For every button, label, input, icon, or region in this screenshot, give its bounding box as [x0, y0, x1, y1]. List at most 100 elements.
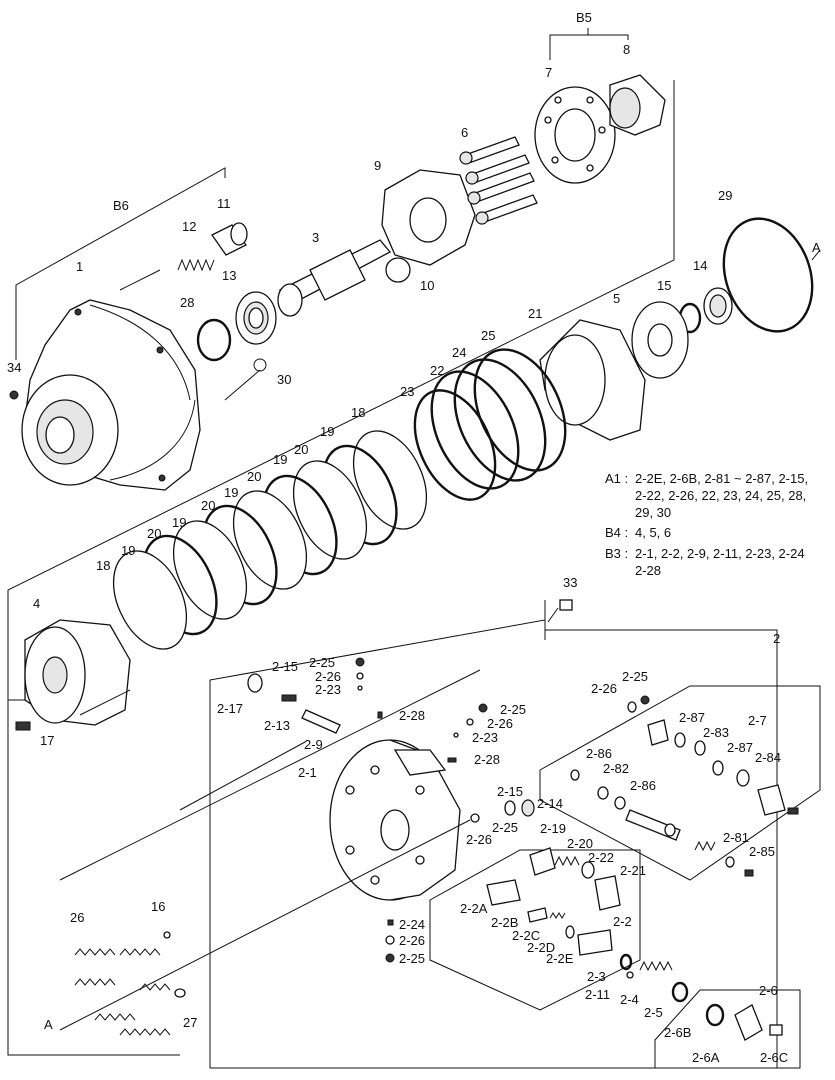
label-2-14: 2-14	[537, 796, 563, 811]
clutch-disc-stack	[112, 430, 428, 650]
leader-lines	[59, 249, 821, 1031]
callout-labels: B5 8 7 6 9 B6 11 12 3 1 13 10 29 A 14 15…	[7, 10, 821, 1065]
ball-10	[385, 257, 411, 283]
label-2-86-b: 2-86	[630, 778, 656, 793]
valve-2-6-box	[654, 989, 801, 1069]
valve-2-7-box	[539, 685, 821, 881]
label-34: 34	[7, 360, 21, 375]
label-a-bottom: A	[44, 1017, 53, 1032]
label-20-c: 20	[201, 498, 215, 513]
label-7: 7	[545, 65, 552, 80]
label-21: 21	[528, 306, 542, 321]
label-2-11: 2-11	[585, 987, 610, 1002]
label-27: 27	[183, 1015, 197, 1030]
label-2: 2	[773, 631, 780, 646]
label-2-23-b: 2-23	[472, 730, 498, 745]
valve-2-6-parts	[705, 1003, 783, 1041]
label-22: 22	[430, 363, 444, 378]
cap-8	[609, 74, 666, 136]
label-30: 30	[277, 372, 291, 387]
plate-5	[631, 301, 689, 379]
label-2-25-a: 2-25	[309, 655, 335, 670]
label-28: 28	[180, 295, 194, 310]
label-4: 4	[33, 596, 40, 611]
kit-note-b3-line2: 2-28	[635, 563, 662, 578]
o-rings-22-25	[413, 348, 567, 501]
label-17: 17	[40, 733, 54, 748]
label-6: 6	[461, 125, 468, 140]
label-2-82: 2-82	[603, 761, 629, 776]
label-2-21: 2-21	[620, 863, 646, 878]
label-20-b: 20	[247, 469, 261, 484]
label-2-6: 2-6	[759, 983, 778, 998]
kit-note-b3-label: B3 :	[605, 546, 629, 561]
label-5: 5	[613, 291, 620, 306]
label-10: 10	[420, 278, 434, 293]
label-2-25-c: 2-25	[500, 702, 526, 717]
bearing-13	[235, 291, 277, 345]
kit-note-a1-line2: 2-22, 2-26, 22, 23, 24, 25, 28,	[635, 488, 807, 503]
label-25: 25	[481, 328, 495, 343]
o-ring-29	[722, 217, 814, 333]
springs-26	[74, 948, 171, 1036]
label-2-1: 2-1	[298, 765, 317, 780]
label-8: 8	[623, 42, 630, 57]
label-33: 33	[563, 575, 577, 590]
label-2-26-d: 2-26	[466, 832, 492, 847]
label-2-3: 2-3	[587, 969, 606, 984]
label-2-26-e: 2-26	[399, 933, 425, 948]
kit-note-b4-line1: 4, 5, 6	[635, 525, 672, 540]
label-26: 26	[70, 910, 84, 925]
label-2-28-a: 2-28	[399, 708, 425, 723]
kit-note-b3-line1: 2-1, 2-2, 2-9, 2-11, 2-23, 2-24	[635, 546, 805, 561]
label-18-top: 18	[351, 405, 365, 420]
label-19-c: 19	[224, 485, 238, 500]
motor-housing	[21, 299, 201, 491]
spool-2-2-box	[429, 849, 641, 1011]
kit-note-a1-label: A1 :	[605, 471, 629, 486]
spring-stack-2-4	[619, 953, 689, 1003]
label-a-top: A	[812, 240, 821, 255]
label-2-87-a: 2-87	[679, 710, 705, 725]
plate-9	[381, 169, 476, 266]
label-2-20: 2-20	[567, 836, 593, 851]
plate-7	[534, 86, 616, 184]
label-20-a: 20	[294, 442, 308, 457]
label-2-15-b: 2-15	[497, 784, 523, 799]
label-2-86-a: 2-86	[586, 746, 612, 761]
label-2-84: 2-84	[755, 750, 781, 765]
label-19-a: 19	[320, 424, 334, 439]
bolt-34	[9, 390, 19, 400]
label-2-83: 2-83	[703, 725, 729, 740]
bolt-33	[547, 599, 573, 623]
shaft-3	[277, 239, 392, 317]
small-valve-parts	[163, 657, 535, 998]
label-2-19: 2-19	[540, 821, 566, 836]
label-29: 29	[718, 188, 732, 203]
b6-bracket	[15, 167, 226, 360]
label-2-28-b: 2-28	[474, 752, 500, 767]
snap-ring-28	[196, 318, 232, 362]
label-3: 3	[312, 230, 319, 245]
spring-12	[177, 258, 215, 272]
label-15: 15	[657, 278, 671, 293]
label-2-6C: 2-6C	[760, 1050, 788, 1065]
label-2-25-e: 2-25	[399, 951, 425, 966]
label-2-25-b: 2-25	[622, 669, 648, 684]
bolt-17	[15, 721, 31, 731]
label-16: 16	[151, 899, 165, 914]
label-2-25-d: 2-25	[492, 820, 518, 835]
label-2-2C: 2-2C	[512, 928, 540, 943]
label-2-85: 2-85	[749, 844, 775, 859]
b5-bracket	[549, 28, 629, 60]
label-2-22: 2-22	[588, 850, 614, 865]
label-2-26-a: 2-26	[315, 669, 341, 684]
label-2-6B: 2-6B	[664, 1025, 691, 1040]
label-12: 12	[182, 219, 196, 234]
kit-note-b4-label: B4 :	[605, 525, 629, 540]
kit-note-a1-line1: 2-2E, 2-6B, 2-81 ~ 2-87, 2-15,	[635, 471, 809, 486]
label-23: 23	[400, 384, 414, 399]
label-2-7: 2-7	[748, 713, 767, 728]
